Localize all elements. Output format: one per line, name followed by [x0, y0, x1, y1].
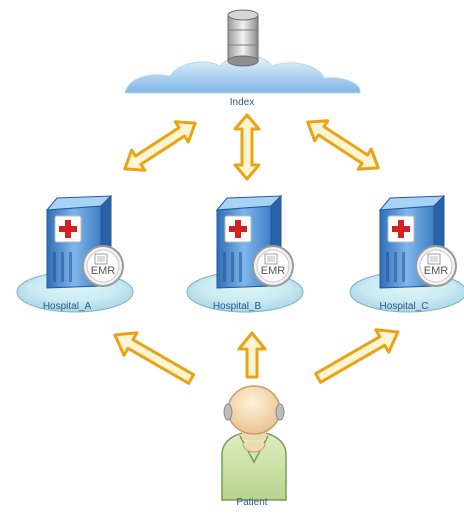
arrow-index-hospital-a [123, 120, 197, 172]
arrow-index-hospital-b [233, 113, 261, 181]
patient-icon [221, 385, 287, 501]
database-icon [227, 9, 259, 67]
patient-label: Patient [236, 497, 268, 508]
emr-badge-b: EMR [261, 265, 286, 277]
arrow-patient-hospital-a [113, 331, 196, 385]
hospital-c-icon: EMR [349, 195, 464, 313]
arrow-patient-hospital-b [237, 331, 267, 379]
emr-badge-a: EMR [91, 265, 116, 277]
hospital-b-icon: EMR [186, 195, 304, 313]
arrow-index-hospital-c [306, 119, 380, 171]
emr-badge-c: EMR [424, 265, 449, 277]
hospital-a-icon: EMR [16, 195, 134, 313]
arrow-patient-hospital-c [314, 328, 400, 384]
hospital-c-label: Hospital_C [379, 301, 429, 312]
hospital-b-label: Hospital_B [212, 301, 262, 312]
hospital-a-label: Hospital_A [42, 301, 92, 312]
index-label: Index [229, 97, 255, 108]
index-node [124, 9, 361, 94]
